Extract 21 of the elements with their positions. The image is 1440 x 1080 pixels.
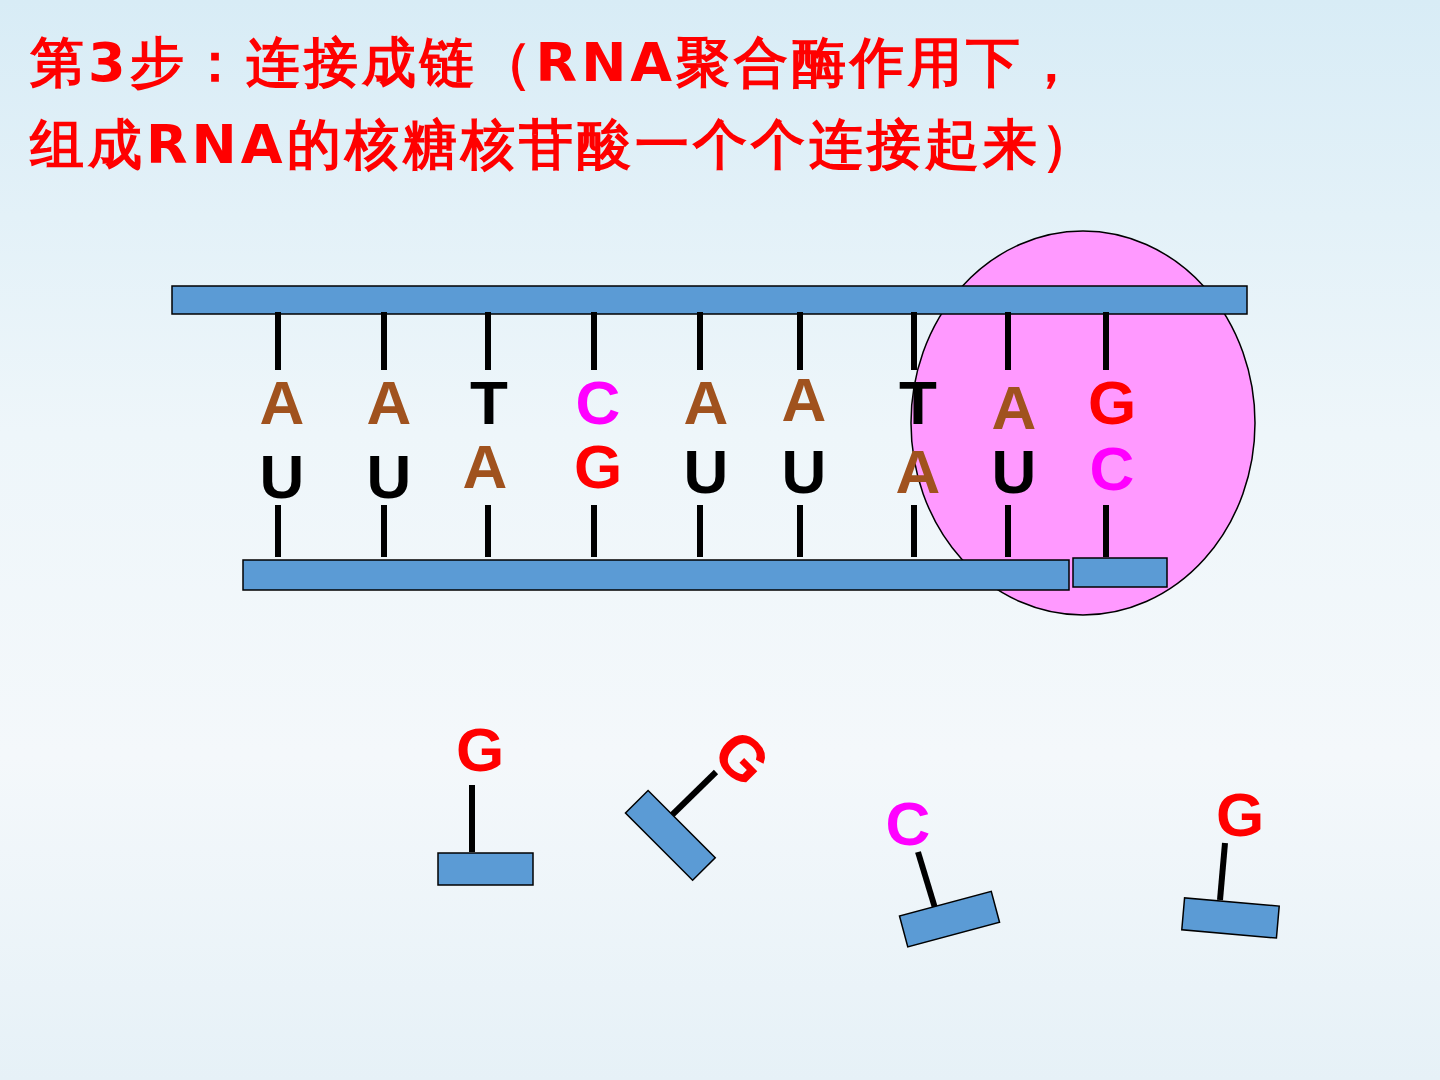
base-letter: A	[990, 377, 1038, 439]
base-letter: A	[682, 372, 730, 434]
base-letter: G	[699, 715, 785, 802]
base-letter: C	[1088, 438, 1136, 500]
base-letter: U	[682, 441, 730, 503]
base-letter: U	[990, 441, 1038, 503]
base-letter: G	[1086, 372, 1138, 434]
base-letter: U	[365, 446, 413, 508]
base-letter: T	[469, 372, 509, 434]
base-letter: C	[884, 793, 932, 855]
base-letter: A	[461, 436, 509, 498]
base-letter: G	[1214, 784, 1266, 846]
base-letter: A	[258, 372, 306, 434]
base-letter: G	[572, 436, 624, 498]
base-letter: U	[258, 446, 306, 508]
base-letter: U	[780, 441, 828, 503]
base-letter: G	[454, 719, 506, 781]
title: 第3步：连接成链（RNA聚合酶作用下，组成RNA的核糖核苷酸一个个连接起来）	[30, 30, 1100, 178]
base-letter: C	[574, 372, 622, 434]
base-letter: A	[780, 369, 828, 431]
base-letter: A	[365, 372, 413, 434]
